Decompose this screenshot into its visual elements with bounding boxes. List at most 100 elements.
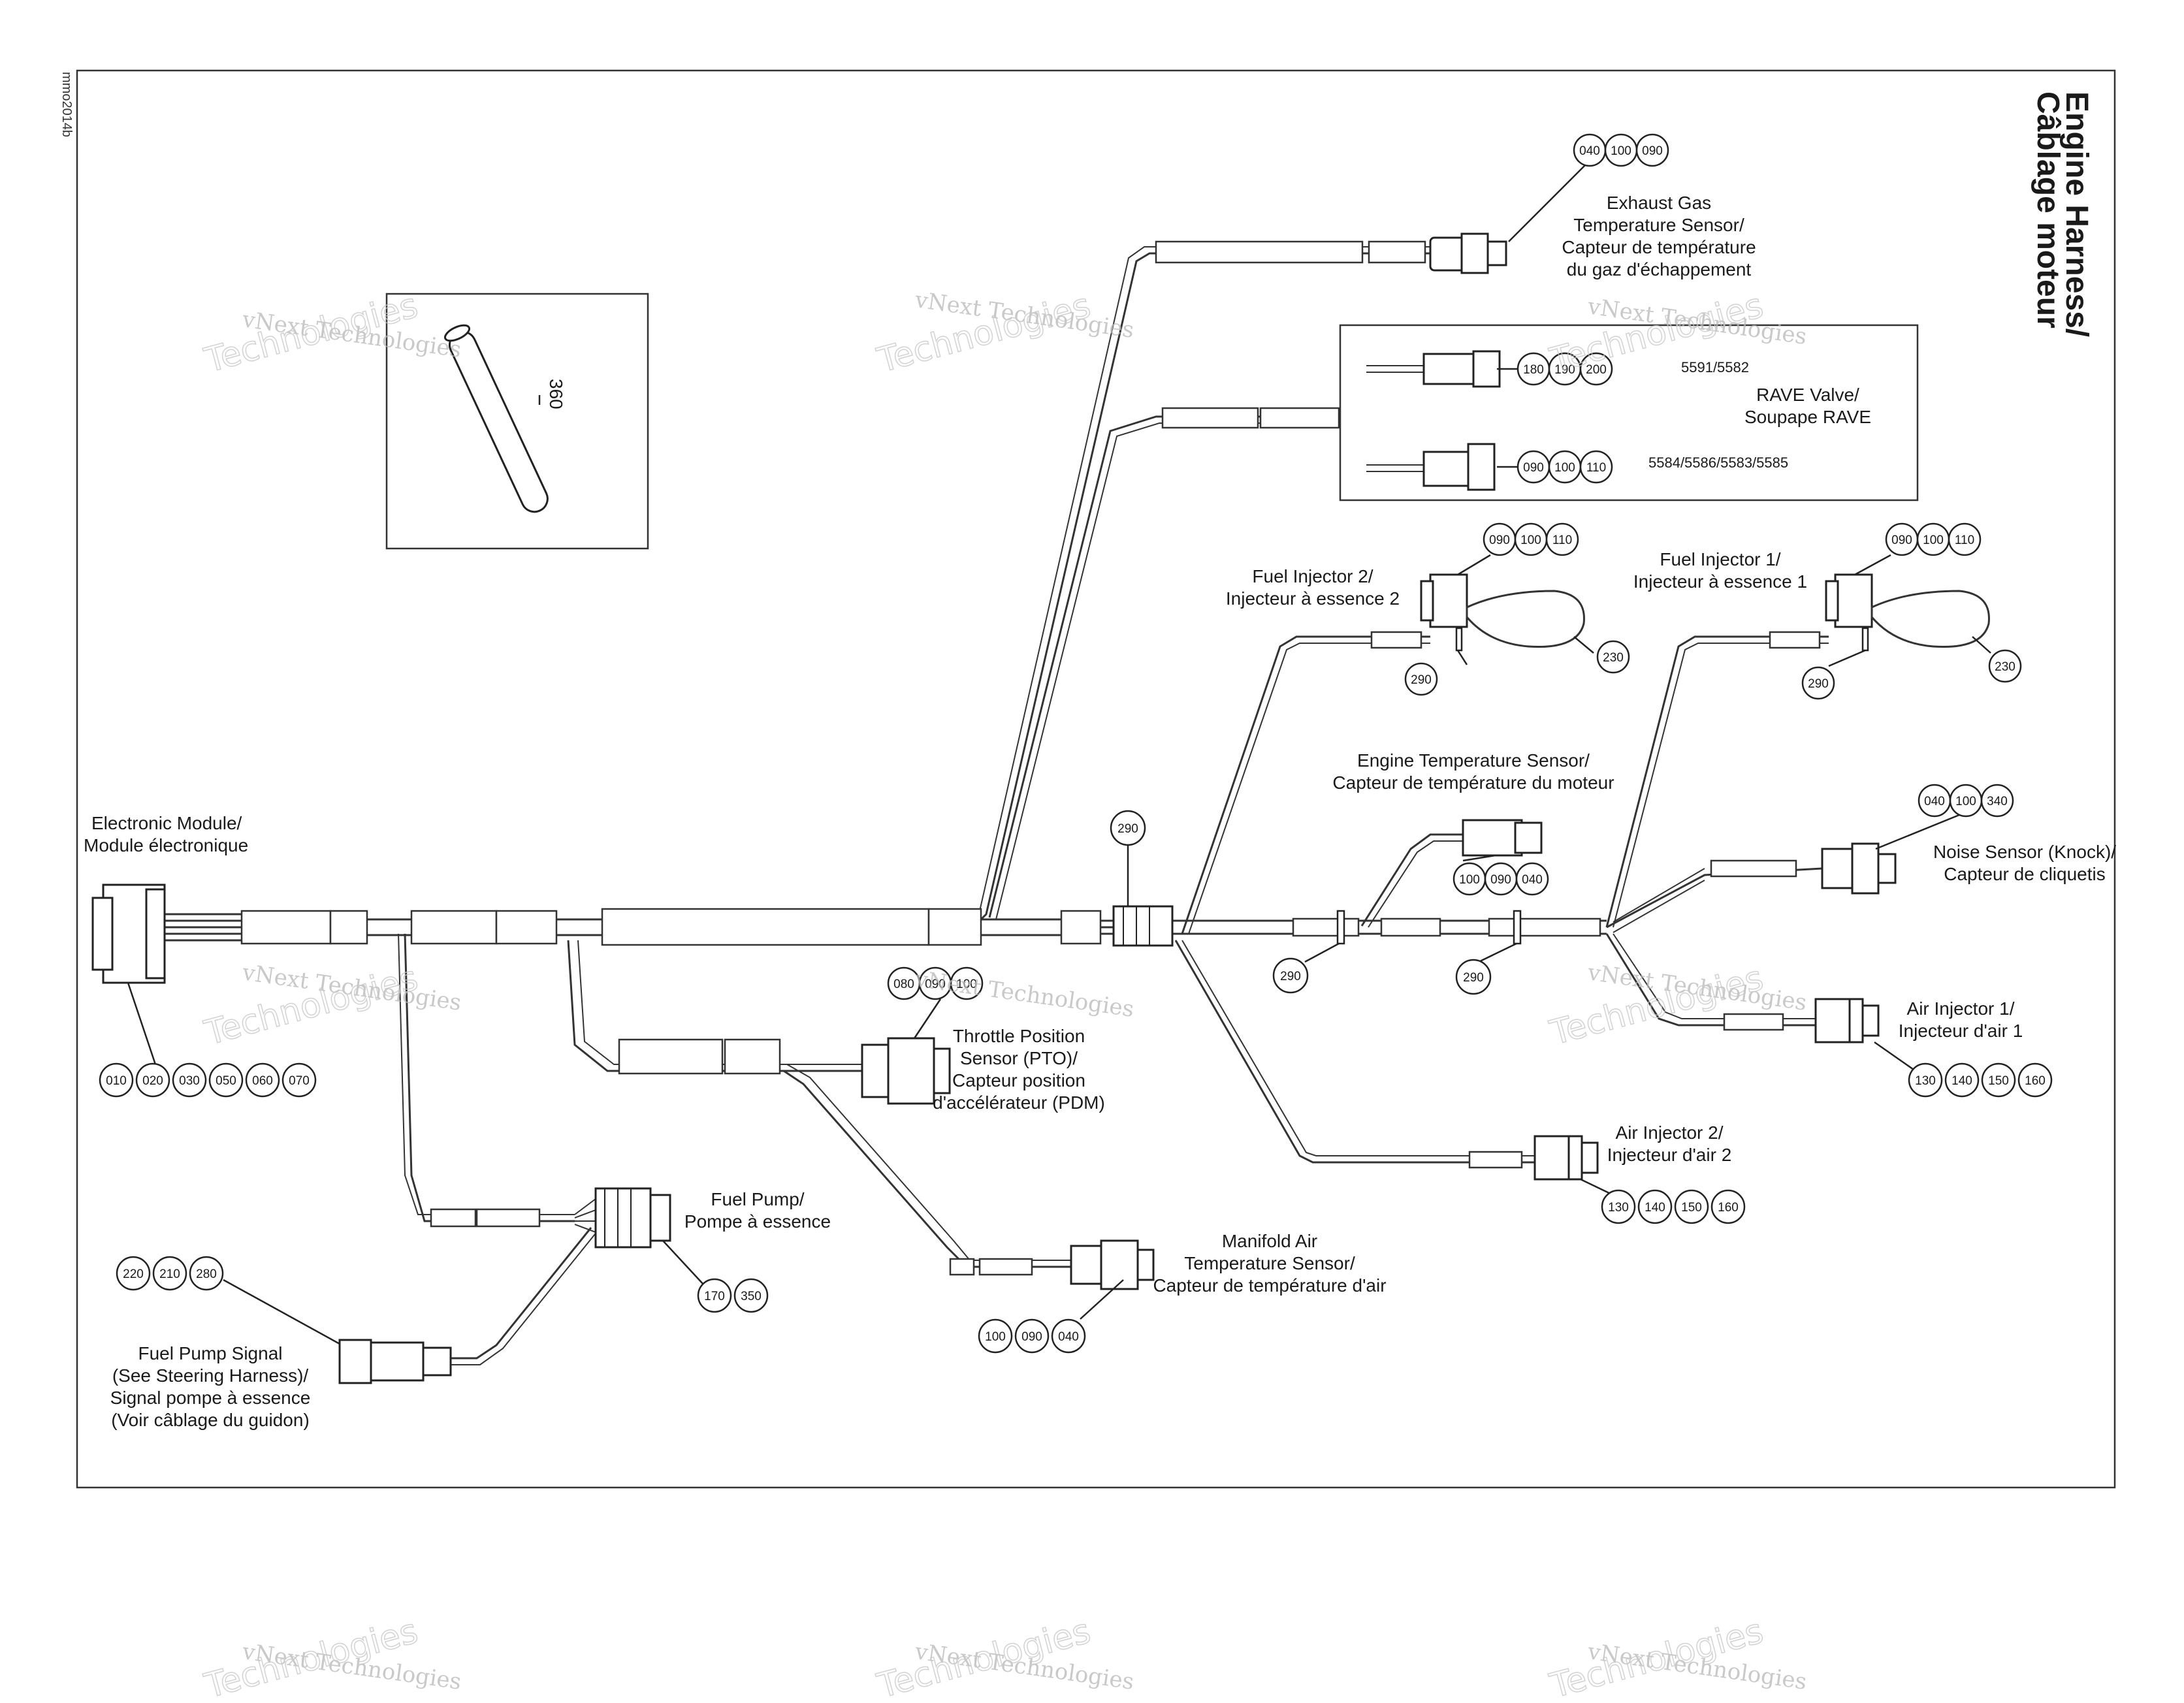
svg-text:340: 340 <box>1987 795 2008 808</box>
label-fuel-injector-1: Fuel Injector 1/ Injecteur à essence 1 <box>1633 549 1807 592</box>
label-air-injector-2: Air Injector 2/ Injecteur d'air 2 <box>1607 1122 1732 1165</box>
svg-text:Injecteur d'air 2: Injecteur d'air 2 <box>1607 1145 1732 1165</box>
callout-leaders <box>127 159 1991 1345</box>
svg-text:Electronic Module/: Electronic Module/ <box>91 813 242 833</box>
svg-text:110: 110 <box>1955 533 1974 547</box>
svg-text:Soupape RAVE: Soupape RAVE <box>1744 407 1871 427</box>
callout-noise: 040 100 340 <box>1918 784 2014 818</box>
svg-text:190: 190 <box>1554 363 1575 377</box>
callout-junction: 290 <box>1110 810 1146 846</box>
svg-text:290: 290 <box>1280 970 1301 983</box>
svg-text:090: 090 <box>1891 533 1912 547</box>
label-electronic-module: Electronic Module/ Module électronique <box>84 813 248 855</box>
svg-text:290: 290 <box>1808 677 1829 691</box>
svg-text:(See Steering Harness)/: (See Steering Harness)/ <box>112 1365 309 1386</box>
svg-text:150: 150 <box>1681 1201 1702 1215</box>
svg-text:vNext Technologies: vNext Technologies <box>913 966 1136 1023</box>
svg-text:Signal pompe à essence: Signal pompe à essence <box>110 1388 311 1408</box>
callout-fuel-injector-2-clip: 290 <box>1404 662 1438 696</box>
exhaust-sensor-connector <box>1429 232 1507 274</box>
svg-text:d'accélérateur (PDM): d'accélérateur (PDM) <box>933 1092 1105 1113</box>
svg-text:100: 100 <box>1611 144 1631 158</box>
svg-text:150: 150 <box>1988 1074 2009 1088</box>
svg-text:090: 090 <box>1489 533 1510 547</box>
svg-text:200: 200 <box>1586 363 1607 377</box>
svg-text:100: 100 <box>1955 795 1976 808</box>
svg-text:170: 170 <box>704 1290 725 1303</box>
noise-sensor-connector <box>1821 842 1897 895</box>
diagram-frame <box>76 69 2116 1489</box>
svg-text:090: 090 <box>1523 461 1544 475</box>
watermarks: vNext Technologies Technologies vNext Te… <box>200 285 1808 1703</box>
svg-text:010: 010 <box>106 1074 127 1088</box>
label-throttle: Throttle Position Sensor (PTO)/ Capteur … <box>933 1026 1105 1113</box>
label-noise-sensor: Noise Sensor (Knock)/ Capteur de cliquet… <box>1933 842 2116 884</box>
svg-text:Technologies: Technologies <box>1546 1612 1767 1703</box>
svg-text:290: 290 <box>1117 822 1138 836</box>
harness-wires <box>165 246 1829 1365</box>
svg-text:Capteur de cliquetis: Capteur de cliquetis <box>1944 864 2105 884</box>
svg-text:110: 110 <box>1586 461 1606 475</box>
callout-fuel-pump-signal: 220 210 280 <box>116 1256 224 1291</box>
svg-text:090: 090 <box>1642 144 1663 158</box>
svg-text:080: 080 <box>893 978 914 991</box>
svg-text:Engine Temperature Sensor/: Engine Temperature Sensor/ <box>1357 750 1590 771</box>
harness-sleeves <box>240 240 1821 1276</box>
svg-text:090: 090 <box>1490 873 1511 887</box>
svg-text:040: 040 <box>1058 1330 1079 1344</box>
svg-text:110: 110 <box>1552 533 1572 547</box>
svg-text:Pompe à essence: Pompe à essence <box>684 1211 831 1232</box>
label-manifold-air: Manifold Air Temperature Sensor/ Capteur… <box>1153 1231 1386 1296</box>
label-fuel-pump: Fuel Pump/ Pompe à essence <box>684 1189 831 1232</box>
svg-text:Fuel Pump Signal: Fuel Pump Signal <box>138 1343 282 1363</box>
svg-text:Technologies: Technologies <box>201 1612 422 1703</box>
svg-text:Capteur de température du mote: Capteur de température du moteur <box>1332 772 1614 793</box>
fuel-pump-connector <box>594 1187 671 1249</box>
svg-text:5584/5586/5583/5585: 5584/5586/5583/5585 <box>1648 454 1788 471</box>
svg-text:Throttle Position: Throttle Position <box>953 1026 1085 1046</box>
callout-fuel-injector-1-loop: 230 <box>1988 649 2022 683</box>
svg-text:070: 070 <box>289 1074 310 1088</box>
svg-text:210: 210 <box>159 1267 180 1281</box>
svg-text:050: 050 <box>216 1074 236 1088</box>
svg-text:220: 220 <box>123 1267 144 1281</box>
svg-text:Air Injector 1/: Air Injector 1/ <box>1907 998 2015 1019</box>
svg-text:290: 290 <box>1463 971 1484 985</box>
svg-text:100: 100 <box>985 1330 1006 1344</box>
rave-inset <box>1339 324 1919 501</box>
callout-air-injector-1: 130 140 150 160 <box>1908 1062 2053 1098</box>
svg-text:Injecteur à essence 2: Injecteur à essence 2 <box>1226 588 1400 609</box>
svg-text:Fuel Injector 2/: Fuel Injector 2/ <box>1252 566 1373 586</box>
svg-text:020: 020 <box>142 1074 163 1088</box>
label-rave: RAVE Valve/ Soupape RAVE 5591/5582 5584/… <box>1648 359 1871 471</box>
svg-text:130: 130 <box>1608 1201 1629 1215</box>
svg-text:040: 040 <box>1579 144 1600 158</box>
svg-text:Noise Sensor (Knock)/: Noise Sensor (Knock)/ <box>1933 842 2116 862</box>
svg-text:290: 290 <box>1411 673 1432 687</box>
document-id: mmo2014b <box>59 72 74 137</box>
engine-temp-connector <box>1462 819 1543 857</box>
label-air-injector-1: Air Injector 1/ Injecteur d'air 1 <box>1899 998 2023 1041</box>
callout-exhaust: 040 100 090 <box>1573 133 1669 167</box>
svg-text:5591/5582: 5591/5582 <box>1681 359 1749 375</box>
svg-text:090: 090 <box>1021 1330 1042 1344</box>
throttle-sensor-connector <box>861 1037 951 1105</box>
svg-text:100: 100 <box>956 978 977 991</box>
svg-text:Exhaust Gas: Exhaust Gas <box>1607 193 1711 213</box>
svg-text:RAVE Valve/: RAVE Valve/ <box>1756 385 1859 405</box>
svg-text:100: 100 <box>1923 533 1944 547</box>
svg-text:Engine Harness/: Engine Harness/ <box>2059 91 2094 337</box>
callout-fuel-injector-2-loop: 230 <box>1596 640 1630 674</box>
callout-fuel-injector-2: 090 100 110 <box>1483 522 1579 556</box>
callout-manifold: 100 090 040 <box>978 1318 1086 1354</box>
svg-text:Capteur position: Capteur position <box>952 1070 1085 1090</box>
label-engine-temp: Engine Temperature Sensor/ Capteur de te… <box>1332 750 1614 793</box>
svg-text:(Voir câblage du guidon): (Voir câblage du guidon) <box>111 1410 310 1430</box>
svg-text:040: 040 <box>1924 795 1945 808</box>
svg-text:140: 140 <box>1645 1201 1665 1215</box>
fuel-pump-signal-connector <box>338 1339 452 1384</box>
svg-text:060: 060 <box>252 1074 273 1088</box>
callout-engine-temp: 100 090 040 <box>1453 862 1549 896</box>
svg-text:Câblage moteur: Câblage moteur <box>2031 91 2065 328</box>
callout-air-injector-2: 130 140 150 160 <box>1601 1189 1746 1224</box>
